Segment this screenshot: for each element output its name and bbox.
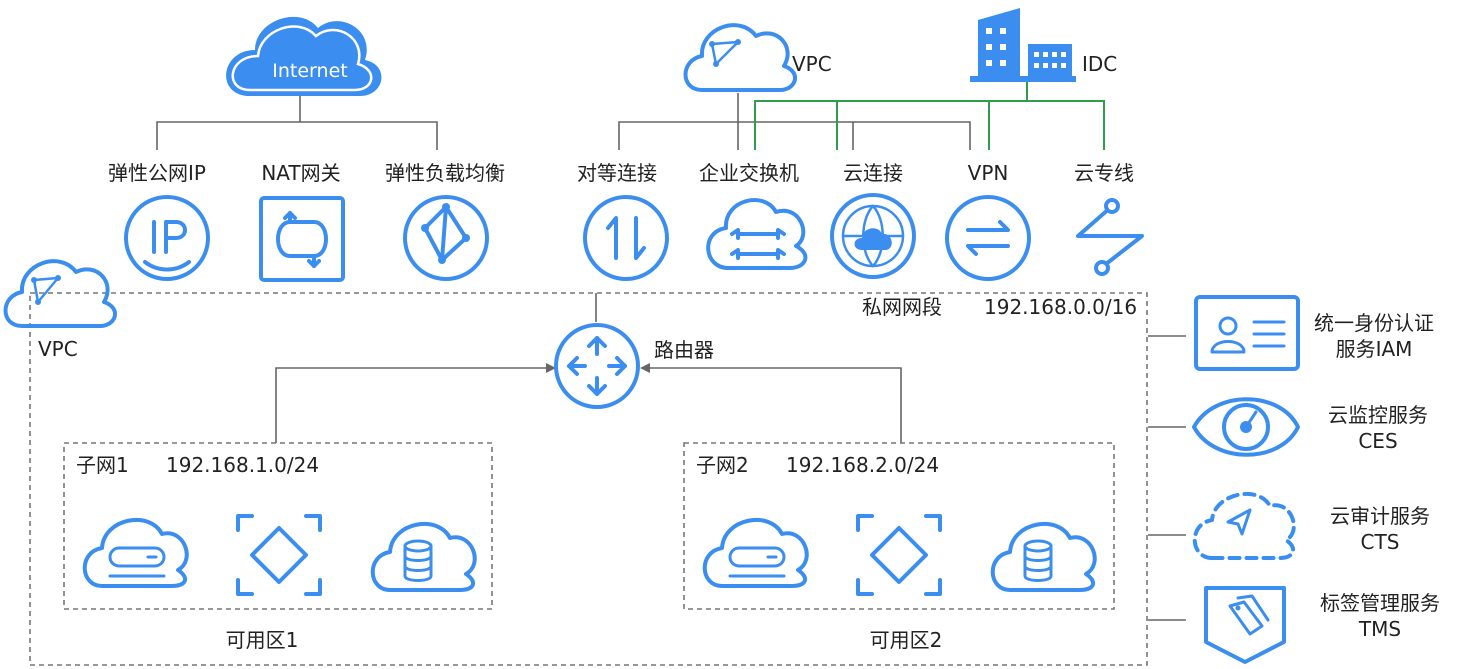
internet-cloud-icon — [226, 16, 382, 96]
elb-label: 弹性负载均衡 — [385, 161, 505, 185]
router-label: 路由器 — [654, 338, 714, 362]
vpc-peering-icon — [583, 195, 669, 281]
subnet1-cidr: 192.168.1.0/24 — [166, 453, 319, 477]
main-vpc-cloud-icon — [3, 259, 117, 328]
subnet1-name: 子网1 — [76, 453, 129, 477]
cts-label-line1: 云审计服务 — [1330, 504, 1430, 528]
subnet2-name: 子网2 — [696, 453, 749, 477]
vpc-boundary — [29, 292, 1148, 666]
eye-icon — [1192, 397, 1300, 457]
iam-label-line1: 统一身份认证 — [1314, 311, 1434, 335]
vpn-icon — [945, 195, 1031, 281]
vpn-label: VPN — [968, 161, 1009, 185]
ces-label-line1: 云监控服务 — [1328, 403, 1428, 427]
router-icon — [554, 323, 640, 409]
cts-label-line2: CTS — [1361, 530, 1400, 554]
ecs-server-cloud-icon — [702, 518, 809, 588]
ces-label-line2: CES — [1358, 429, 1397, 453]
audit-cloud-icon — [1192, 491, 1296, 560]
database-cloud-icon — [990, 522, 1097, 592]
id-card-icon — [1194, 295, 1300, 371]
tms-label-line1: 标签管理服务 — [1320, 591, 1440, 615]
nat-label: NAT网关 — [261, 161, 340, 185]
tag-icon — [1204, 586, 1286, 664]
iam-label-line2: 服务IAM — [1336, 337, 1413, 361]
subnet2-boundary — [683, 442, 1115, 610]
ecs-server-cloud-icon — [82, 518, 189, 588]
peering-label: 对等连接 — [577, 161, 657, 185]
enterprise-switch-label: 企业交换机 — [699, 161, 799, 185]
connector-lines — [156, 82, 1186, 621]
database-cloud-icon — [370, 522, 477, 592]
nat-gateway-icon — [259, 196, 345, 282]
idc-building-icon — [970, 8, 1076, 82]
subnet2-cidr: 192.168.2.0/24 — [786, 453, 939, 477]
zone1-label: 可用区1 — [226, 628, 299, 652]
eip-label: 弹性公网IP — [108, 161, 206, 185]
tms-label-line2: TMS — [1358, 617, 1401, 641]
top-vpc-label: VPC — [792, 52, 832, 76]
enterprise-switch-icon — [706, 198, 808, 270]
cloud-connect-label: 云连接 — [843, 161, 903, 185]
zone2-label: 可用区2 — [870, 628, 943, 652]
private-segment-label: 私网网段 — [862, 295, 942, 319]
vpc-cidr-label: 192.168.0.0/16 — [984, 295, 1137, 319]
vpc-cloud-icon — [683, 23, 797, 92]
load-balancer-icon — [403, 195, 489, 281]
cloud-connect-icon — [830, 193, 916, 279]
direct-connect-icon — [1076, 198, 1144, 276]
main-vpc-label: VPC — [38, 337, 78, 361]
idc-label: IDC — [1082, 52, 1117, 76]
subnet-diamond-icon — [856, 514, 942, 596]
direct-connect-label: 云专线 — [1074, 161, 1134, 185]
internet-label: Internet — [272, 60, 347, 82]
eip-icon — [124, 195, 210, 281]
subnet-diamond-icon — [236, 514, 322, 596]
